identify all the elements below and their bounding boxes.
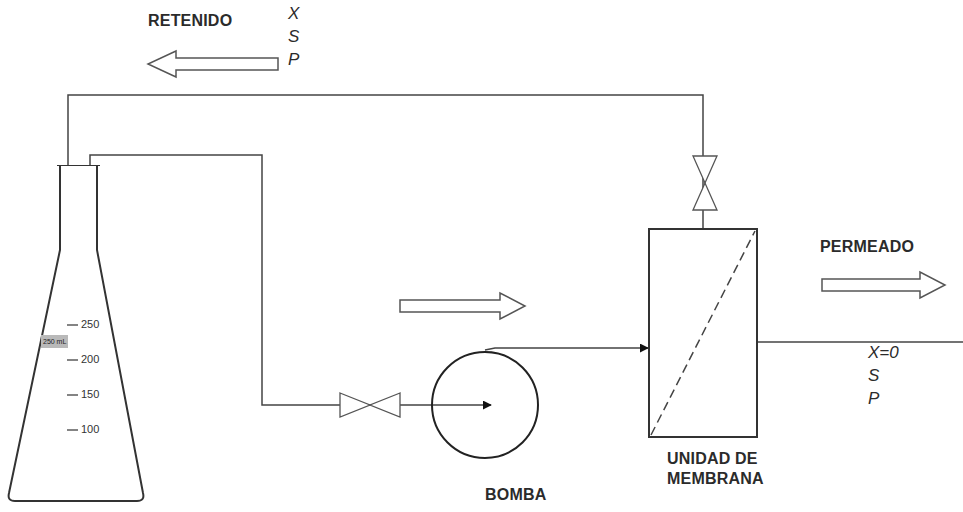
pump-label: BOMBA bbox=[485, 486, 546, 504]
pump-symbol-outline bbox=[430, 350, 540, 460]
graduation-tick bbox=[67, 324, 78, 325]
valve-symbol bbox=[693, 156, 717, 183]
graduation-mark: 100 bbox=[81, 423, 99, 435]
flow-arrow bbox=[148, 51, 278, 77]
membrane-label: UNIDAD DE MEMBRANA bbox=[667, 449, 789, 489]
flask-outline bbox=[9, 165, 144, 501]
pipe-connector bbox=[68, 95, 703, 228]
flow-arrow bbox=[400, 293, 525, 319]
erlenmeyer-flask: 250 mL 250 200 150 100 bbox=[5, 165, 147, 507]
pump-circle bbox=[432, 352, 538, 458]
variable-label: X bbox=[288, 4, 299, 24]
graduation-tick bbox=[67, 359, 78, 360]
graduation-tick bbox=[67, 394, 78, 395]
graduation-mark: 250 bbox=[81, 318, 99, 330]
pump-symbol: BOMBA bbox=[430, 350, 540, 460]
stream-label: PERMEADO bbox=[820, 238, 914, 256]
flow-arrow bbox=[822, 272, 945, 298]
stream-label: RETENIDO bbox=[148, 12, 232, 30]
variable-label: P bbox=[868, 389, 879, 409]
volume-tag: 250 mL bbox=[41, 335, 68, 348]
membrane-diagonal bbox=[651, 231, 755, 435]
flask-rim bbox=[57, 165, 100, 166]
variable-label: P bbox=[288, 50, 299, 70]
graduation-tick bbox=[67, 429, 78, 430]
pipe-connector bbox=[90, 155, 491, 405]
graduation-mark: 150 bbox=[81, 388, 99, 400]
valve-symbol bbox=[693, 183, 717, 210]
variable-label: S bbox=[288, 27, 299, 47]
variable-label: X=0 bbox=[868, 343, 899, 363]
erlenmeyer-flask-outline bbox=[5, 165, 147, 507]
membrane-unit: UNIDAD DE MEMBRANA bbox=[648, 228, 758, 438]
valve-symbol bbox=[340, 393, 370, 417]
pipe-connector bbox=[485, 348, 648, 350]
valve-symbol bbox=[370, 393, 400, 417]
graduation-mark: 200 bbox=[81, 353, 99, 365]
variable-label: S bbox=[868, 366, 879, 386]
permeate-line bbox=[758, 341, 963, 343]
